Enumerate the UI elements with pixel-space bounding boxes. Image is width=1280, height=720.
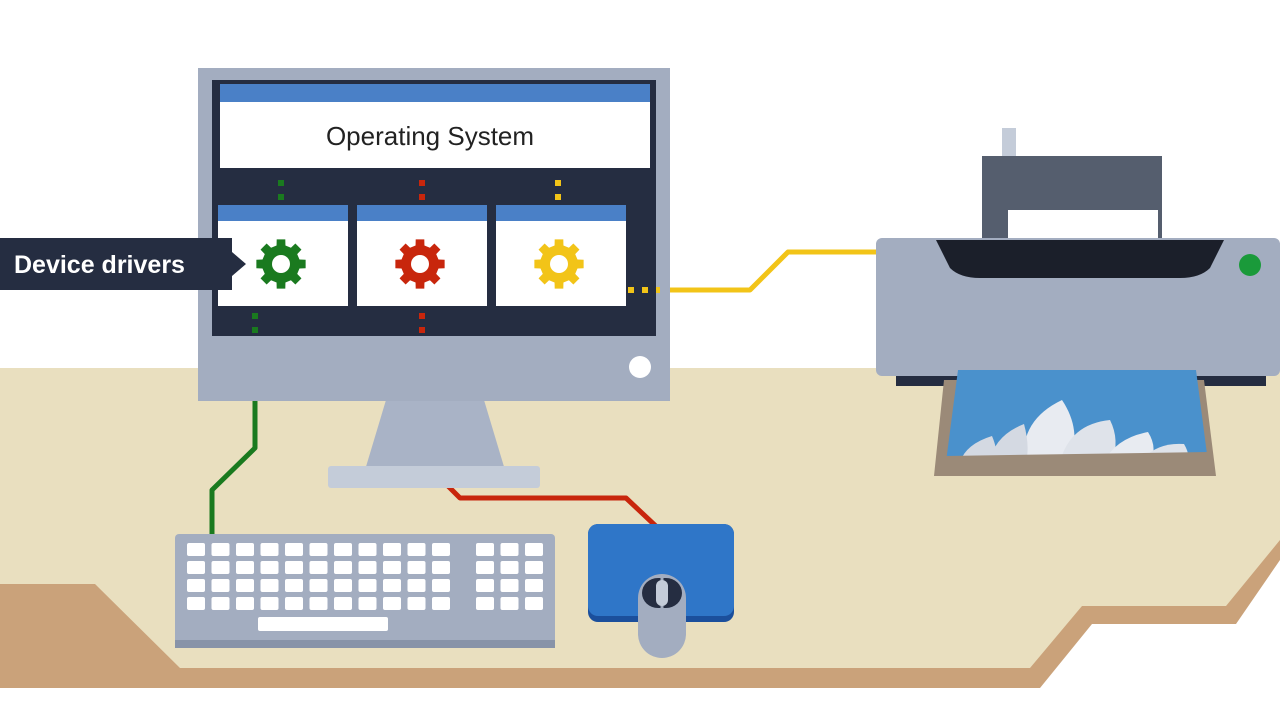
keyboard-key bbox=[358, 579, 377, 592]
gear-icon bbox=[534, 239, 584, 289]
keyboard-key bbox=[211, 597, 230, 610]
keyboard-key bbox=[236, 597, 254, 610]
keyboard-key bbox=[500, 597, 519, 610]
monitor: Operating System bbox=[198, 68, 670, 488]
keyboard-key bbox=[432, 543, 450, 556]
printed-photo-base bbox=[934, 452, 1210, 476]
keyboard-key bbox=[525, 561, 543, 574]
printer-cable bbox=[668, 249, 880, 293]
gear-hole bbox=[272, 255, 290, 273]
driver-window-titlebar bbox=[218, 205, 348, 221]
driver-window-printer bbox=[496, 205, 626, 306]
keyboard-key bbox=[334, 561, 352, 574]
keyboard-key bbox=[309, 561, 328, 574]
keyboard-key bbox=[407, 543, 426, 556]
keyboard-key bbox=[358, 543, 377, 556]
monitor-neck bbox=[365, 400, 505, 470]
keyboard-key bbox=[260, 579, 279, 592]
keyboard-shadow bbox=[175, 640, 555, 648]
printer bbox=[876, 128, 1280, 476]
keyboard-key bbox=[432, 597, 450, 610]
keyboard-key bbox=[211, 561, 230, 574]
keyboard-key bbox=[407, 579, 426, 592]
keyboard-key bbox=[476, 561, 494, 574]
keyboard-key bbox=[500, 561, 519, 574]
keyboard-key bbox=[500, 579, 519, 592]
keyboard-key bbox=[334, 597, 352, 610]
keyboard-key bbox=[476, 579, 494, 592]
keyboard-key bbox=[383, 543, 401, 556]
keyboard-key bbox=[211, 579, 230, 592]
keyboard-key bbox=[236, 579, 254, 592]
keyboard-key bbox=[187, 561, 205, 574]
keyboard-key bbox=[383, 579, 401, 592]
gear-hole bbox=[411, 255, 429, 273]
mouse-pad bbox=[588, 524, 734, 622]
keyboard-key bbox=[187, 579, 205, 592]
keyboard-key bbox=[525, 543, 543, 556]
mouse-wheel bbox=[656, 580, 668, 606]
callout-background bbox=[0, 238, 246, 290]
driver-window-titlebar bbox=[496, 205, 626, 221]
power-button bbox=[629, 356, 651, 378]
keyboard-key bbox=[407, 561, 426, 574]
keyboard-key bbox=[383, 597, 401, 610]
gear-icon bbox=[395, 239, 445, 289]
keyboard bbox=[175, 534, 555, 648]
keyboard-spacebar bbox=[258, 617, 388, 631]
keyboard-key bbox=[260, 543, 279, 556]
driver-window-mouse bbox=[357, 205, 487, 306]
keyboard-key bbox=[285, 579, 303, 592]
printed-photo-sail bbox=[1023, 400, 1075, 462]
keyboard-key bbox=[500, 543, 519, 556]
keyboard-key bbox=[476, 597, 494, 610]
mouse bbox=[638, 574, 686, 658]
keyboard-key bbox=[358, 561, 377, 574]
keyboard-key bbox=[309, 543, 328, 556]
keyboard-key bbox=[260, 561, 279, 574]
device-drivers-label: Device drivers bbox=[14, 251, 185, 279]
keyboard-key bbox=[260, 597, 279, 610]
os-label: Operating System bbox=[326, 121, 534, 151]
gear-hole bbox=[550, 255, 568, 273]
keyboard-key bbox=[525, 579, 543, 592]
os-driver-connectors bbox=[252, 180, 660, 338]
printed-photo-sail bbox=[1060, 420, 1116, 462]
keyboard-key bbox=[187, 543, 205, 556]
printer-output-slot bbox=[936, 240, 1224, 278]
keyboard-key bbox=[187, 597, 205, 610]
keyboard-key bbox=[236, 561, 254, 574]
keyboard-cable bbox=[209, 400, 258, 540]
driver-window-titlebar bbox=[357, 205, 487, 221]
keyboard-key bbox=[334, 579, 352, 592]
printer-status-light bbox=[1239, 254, 1261, 276]
keyboard-key bbox=[334, 543, 352, 556]
keyboard-key bbox=[285, 597, 303, 610]
keyboard-key bbox=[407, 597, 426, 610]
keyboard-key bbox=[309, 597, 328, 610]
keyboard-key bbox=[236, 543, 254, 556]
keyboard-key bbox=[525, 597, 543, 610]
keyboard-key bbox=[211, 543, 230, 556]
gear-icon bbox=[256, 239, 306, 289]
printed-photo-sail bbox=[990, 424, 1028, 462]
driver-window-keyboard bbox=[218, 205, 348, 306]
os-window: Operating System bbox=[220, 84, 650, 168]
keyboard-key bbox=[383, 561, 401, 574]
device-drivers-callout: Device drivers bbox=[0, 238, 246, 290]
keyboard-key bbox=[476, 543, 494, 556]
keyboard-key bbox=[309, 579, 328, 592]
keyboard-key bbox=[432, 579, 450, 592]
keyboard-keys bbox=[187, 543, 543, 610]
os-window-titlebar bbox=[220, 84, 650, 102]
keyboard-key bbox=[358, 597, 377, 610]
keyboard-key bbox=[432, 561, 450, 574]
mouse-pad-surface bbox=[588, 524, 734, 616]
keyboard-key bbox=[285, 561, 303, 574]
keyboard-key bbox=[285, 543, 303, 556]
os-window-body bbox=[220, 102, 650, 168]
monitor-base bbox=[328, 466, 540, 488]
